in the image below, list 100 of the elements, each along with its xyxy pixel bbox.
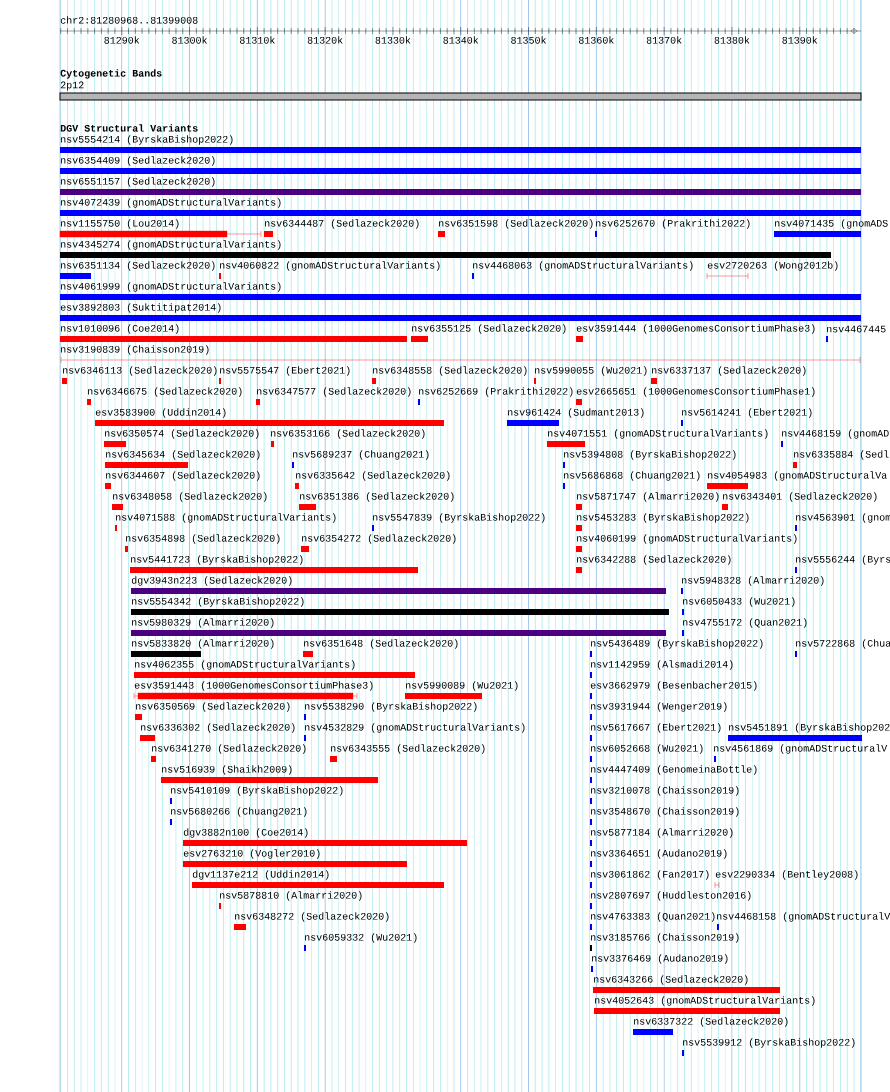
variant-label: nsv4071551 (gnomADStructuralVariants) (548, 429, 768, 439)
tick-label: 81310k (240, 36, 275, 44)
variant-label: nsv5554214 (ByrskaBishop2022) (61, 135, 233, 145)
variant-label: nsv4072439 (gnomADStructuralVariants) (61, 198, 281, 208)
variant-label: nsv6551157 (Sedlazeck2020) (61, 177, 215, 187)
variant-label: nsv6050433 (Wu2021) (683, 597, 795, 607)
variant-label: dgv3943n223 (Sedlazeck2020) (131, 576, 292, 586)
variant-label: nsv4563901 (gnom (796, 513, 890, 523)
variant-label: nsv5614241 (Ebert2021) (682, 408, 812, 418)
variant-label: nsv6348272 (Sedlazeck2020) (235, 912, 389, 922)
variant-label: nsv6337137 (Sedlazeck2020) (652, 366, 806, 376)
variant-label: nsv5410109 (ByrskaBishop2022) (171, 786, 343, 796)
variant-label: nsv5980329 (Almarri2020) (132, 618, 274, 628)
tick-label: 81340k (443, 36, 479, 44)
variant-label: nsv5617667 (Ebert2021) (591, 723, 721, 733)
tick-label: 81320k (307, 36, 343, 44)
variant-label: esv3591443 (1000GenomesConsortiumPhase3) (134, 681, 373, 691)
tick-label: 81330k (375, 36, 411, 44)
variant-label: esv3892803 (Suktitipat2014) (60, 303, 221, 313)
variant-label: nsv5441723 (ByrskaBishop2022) (131, 555, 303, 565)
variant-label: nsv6343266 (Sedlazeck2020) (594, 975, 748, 985)
variant-label: nsv6348558 (Sedlazeck2020) (373, 366, 527, 376)
variant-label: dgv1137e212 (Uddin2014) (192, 870, 329, 880)
variant-label: nsv5556244 (Byrs (796, 555, 890, 565)
variant-label: nsv6342288 (Sedlazeck2020) (577, 555, 731, 565)
variant-label: nsv5877184 (Almarri2020) (591, 828, 733, 838)
variant-label: nsv516939 (Shaikh2009) (162, 765, 292, 775)
variant-label: nsv6344487 (Sedlazeck2020) (265, 219, 419, 229)
variant-label: nsv6348058 (Sedlazeck2020) (113, 492, 267, 502)
variant-label: nsv5689237 (Chuang2021) (293, 450, 429, 460)
track-title: DGV Structural Variants (60, 124, 198, 132)
variant-label: nsv6347577 (Sedlazeck2020) (257, 387, 411, 397)
variant-label: nsv5878810 (Almarri2020) (220, 891, 362, 901)
variant-label: nsv4060199 (gnomADStructuralVariants) (577, 534, 797, 544)
variant-label: nsv6354272 (Sedlazeck2020) (302, 534, 456, 544)
variant-label: nsv4071588 (gnomADStructuralVariants) (116, 513, 336, 523)
variant-label: nsv2807697 (Huddleston2016) (591, 891, 751, 901)
variant-label: nsv4060822 (gnomADStructuralVariants) (220, 261, 440, 271)
variant-label: nsv5990089 (Wu2021) (406, 681, 518, 691)
variant-label: nsv4755172 (Quan2021) (683, 618, 807, 628)
variant-label: nsv1142959 (Alsmadi2014) (591, 660, 733, 670)
variant-label: nsv5871747 (Almarri2020) (577, 492, 719, 502)
variant-label: nsv6335884 (Sedl (794, 450, 889, 460)
variant-label: nsv3548670 (Chaisson2019) (591, 807, 739, 817)
variant-label: nsv4468063 (gnomADStructuralVariants) (473, 261, 693, 271)
variant-label: nsv3364651 (Audano2019) (591, 849, 727, 859)
variant-label: esv2720263 (Wong2012b) (707, 261, 838, 271)
variant-label: nsv4052643 (gnomADStructuralVariants) (595, 996, 815, 1006)
variant-label: esv3583900 (Uddin2014) (95, 408, 226, 418)
variant-label: esv2665651 (1000GenomesConsortiumPhase1) (576, 387, 815, 397)
variant-label: nsv5538290 (ByrskaBishop2022) (305, 702, 477, 712)
variant-label: nsv4071435 (gnomADS (775, 219, 888, 229)
tick-label: 81290k (104, 36, 140, 44)
variant-label: nsv6252670 (Prakrithi2022) (596, 219, 750, 229)
variant-label: nsv4763383 (Quan2021) (591, 912, 715, 922)
variant-label: nsv6350569 (Sedlazeck2020) (136, 702, 290, 712)
variant-label: nsv5990055 (Wu2021) (535, 366, 647, 376)
variant-label: nsv6351598 (Sedlazeck2020) (439, 219, 593, 229)
variant-label: nsv5436489 (ByrskaBishop2022) (591, 639, 763, 649)
variant-label: nsv6354409 (Sedlazeck2020) (61, 156, 215, 166)
variant-label: nsv4054983 (gnomADStructuralVa (708, 471, 887, 481)
variant-label: nsv4561869 (gnomADStructuralV (714, 744, 888, 754)
variant-label: dgv3882n100 (Coe2014) (183, 828, 308, 838)
variant-label: nsv5394808 (ByrskaBishop2022) (564, 450, 736, 460)
variant-label: nsv961424 (Sudmant2013) (508, 408, 644, 418)
variant-label: nsv4061999 (gnomADStructuralVariants) (61, 282, 281, 292)
variant-label: nsv6341270 (Sedlazeck2020) (152, 744, 306, 754)
variant-label: nsv6336302 (Sedlazeck2020) (141, 723, 295, 733)
variant-label: nsv3210078 (Chaisson2019) (591, 786, 739, 796)
variant-label: nsv6345634 (Sedlazeck2020) (106, 450, 260, 460)
variant-label: nsv6353166 (Sedlazeck2020) (271, 429, 425, 439)
variant-label: nsv5686868 (Chuang2021) (564, 471, 700, 481)
variant-label: nsv4062355 (gnomADStructuralVariants) (135, 660, 355, 670)
tick-label: 81380k (714, 36, 750, 44)
variant-label: nsv5722868 (Chua (796, 639, 890, 649)
variant-label: nsv6343401 (Sedlazeck2020) (723, 492, 877, 502)
variant-label: nsv6252669 (Prakrithi2022) (419, 387, 573, 397)
variant-label: nsv5539912 (ByrskaBishop2022) (683, 1038, 855, 1048)
band-label: 2p12 (60, 81, 84, 91)
variant-label: esv2290334 (Bentley2008) (715, 870, 858, 880)
variant-label: nsv6351134 (Sedlazeck2020) (61, 261, 215, 271)
variant-label: nsv6052668 (Wu2021) (591, 744, 703, 754)
variant-label: nsv5948328 (Almarri2020) (682, 576, 824, 586)
variant-label: nsv4447409 (GenomeinaBottle) (591, 765, 757, 775)
tick-label: 81360k (579, 36, 614, 44)
variant-label: nsv6354898 (Sedlazeck2020) (126, 534, 280, 544)
variant-label: nsv1010096 (Coe2014) (61, 324, 179, 334)
variant-label: nsv4468159 (gnomAD (782, 429, 889, 439)
variant-label: nsv6059332 (Wu2021) (305, 933, 417, 943)
variant-label: nsv6335642 (Sedlazeck2020) (296, 471, 450, 481)
variant-label: nsv5451891 (ByrskaBishop202 (729, 723, 890, 733)
variant-label: nsv5554342 (ByrskaBishop2022) (132, 597, 304, 607)
tick-label: 81370k (646, 36, 682, 44)
variant-label: nsv3061862 (Fan2017) (591, 870, 709, 880)
variant-label: nsv5453283 (ByrskaBishop2022) (577, 513, 749, 523)
variant-label: nsv3931944 (Wenger2019) (591, 702, 727, 712)
variant-label: nsv5547839 (ByrskaBishop2022) (373, 513, 545, 523)
variant-label: nsv5833820 (Almarri2020) (132, 639, 274, 649)
variant-label: nsv6344607 (Sedlazeck2020) (106, 471, 260, 481)
variant-label: esv3662979 (Besenbacher2015) (590, 681, 757, 691)
